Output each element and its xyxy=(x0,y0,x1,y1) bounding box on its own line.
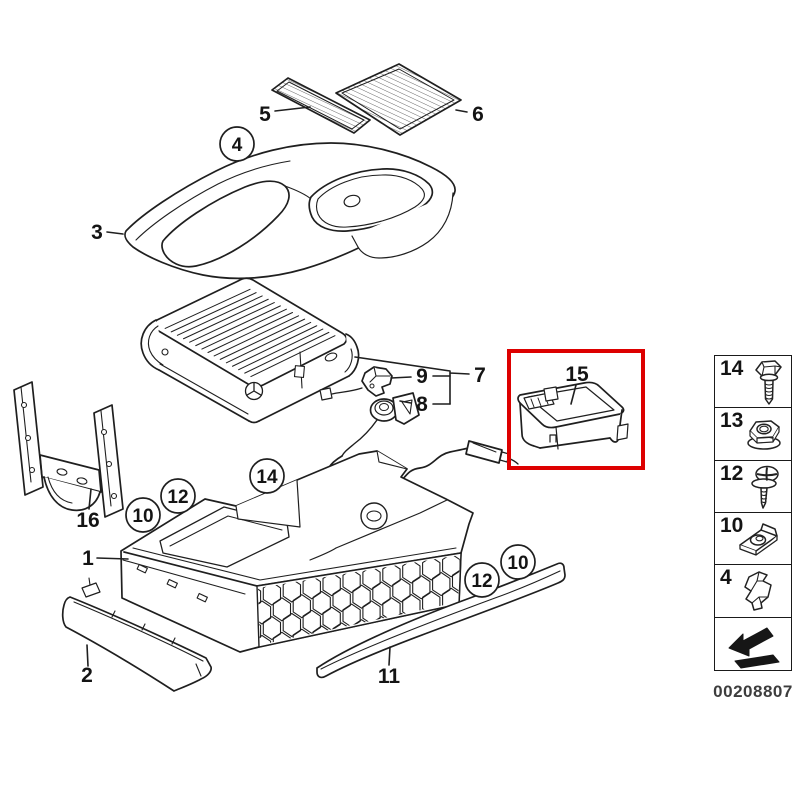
callout-7[interactable]: 7 xyxy=(474,364,486,387)
part-11-trim-strip xyxy=(316,562,566,679)
direction-arrow-icon xyxy=(728,627,780,669)
callout-2[interactable]: 2 xyxy=(81,664,93,687)
legend-item-label: 4 xyxy=(720,566,732,590)
legend-item-13[interactable]: 13 xyxy=(714,407,792,462)
wiring-harness xyxy=(319,387,519,487)
svg-text:10: 10 xyxy=(132,506,153,527)
svg-text:14: 14 xyxy=(256,467,278,488)
legend-item-10[interactable]: 10 xyxy=(714,511,792,566)
legend-item-label: 10 xyxy=(720,513,744,537)
legend-item-label: 14 xyxy=(720,357,744,380)
callout-circled-10-right[interactable]: 10 xyxy=(500,544,536,580)
svg-text:12: 12 xyxy=(167,487,188,508)
svg-text:4: 4 xyxy=(232,135,243,156)
svg-text:12: 12 xyxy=(471,571,492,592)
legend-item-4[interactable]: 4 xyxy=(714,564,792,619)
spring-clip-icon xyxy=(744,571,772,611)
leader-lines xyxy=(86,106,577,667)
flange-nut-icon xyxy=(747,420,781,451)
legend-item-12[interactable]: 12 xyxy=(714,459,792,514)
part-9-socket-housing xyxy=(361,366,393,397)
part-7-roller-blind xyxy=(140,277,360,424)
callout-3[interactable]: 3 xyxy=(91,221,103,244)
svg-text:10: 10 xyxy=(507,553,528,574)
part-15-storage-tray[interactable] xyxy=(517,381,629,450)
callout-5[interactable]: 5 xyxy=(259,103,271,126)
legend-item-label: 12 xyxy=(720,461,744,485)
callout-circled-10-left[interactable]: 10 xyxy=(125,497,161,533)
callout-11[interactable]: 11 xyxy=(378,665,401,688)
clip-nut-icon xyxy=(739,523,778,556)
callout-8[interactable]: 8 xyxy=(416,393,428,416)
callout-1[interactable]: 1 xyxy=(82,547,94,570)
part-1-console-carrier xyxy=(120,450,474,653)
callout-circled-12-left[interactable]: 12 xyxy=(160,478,196,514)
hex-bolt-icon xyxy=(755,360,782,405)
callout-circled-14[interactable]: 14 xyxy=(249,458,285,494)
part-2-front-trim xyxy=(61,577,212,692)
legend-item-label: 13 xyxy=(720,409,744,433)
part-16-bracket xyxy=(13,381,124,518)
callouts: 5 6 3 9 8 7 15 16 1 2 11 4 10 12 14 12 xyxy=(76,103,589,688)
fastener-legend: 14 13 12 xyxy=(714,355,792,671)
legend-item-14[interactable]: 14 xyxy=(714,355,792,409)
highlight-box-part-15[interactable] xyxy=(507,349,645,470)
callout-15[interactable]: 15 xyxy=(565,363,589,386)
part-6-mat xyxy=(335,63,462,136)
callout-6[interactable]: 6 xyxy=(472,103,484,126)
callout-circled-12-right[interactable]: 12 xyxy=(464,562,500,598)
callout-circled-4[interactable]: 4 xyxy=(219,126,255,162)
callout-16[interactable]: 16 xyxy=(76,509,99,532)
part-5-mat xyxy=(271,77,371,134)
legend-item-install-direction[interactable] xyxy=(714,616,792,671)
screw-washer-icon xyxy=(751,465,779,509)
doc-number: 00208807 xyxy=(713,682,793,701)
callout-9[interactable]: 9 xyxy=(416,365,428,388)
part-3-console-top xyxy=(124,142,456,280)
